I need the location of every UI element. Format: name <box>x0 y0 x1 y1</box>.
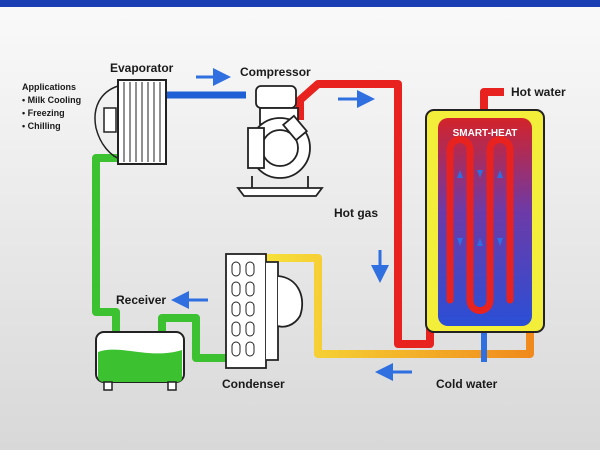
hot-water-pipe <box>480 88 504 112</box>
application-item: • Freezing <box>22 108 65 118</box>
evaporator-unit <box>94 79 167 165</box>
tank-brand-label: SMART-HEAT <box>453 128 518 139</box>
receiver-tank <box>95 331 185 391</box>
applications-list: Applications • Milk Cooling • Freezing •… <box>22 82 81 131</box>
condenser-label: Condenser <box>222 377 285 391</box>
flow-arrows <box>171 68 412 381</box>
hot-gas-label: Hot gas <box>334 206 378 220</box>
receiver-label: Receiver <box>116 293 166 307</box>
condenser-unit <box>225 253 304 369</box>
condensate-pipe <box>262 254 534 358</box>
hot-water-label: Hot water <box>511 85 566 99</box>
green-pipe <box>92 154 228 362</box>
hot-gas-pipe <box>296 80 434 348</box>
compressor-unit <box>236 85 324 197</box>
applications-title: Applications <box>22 82 76 92</box>
cold-water-label: Cold water <box>436 377 498 391</box>
smart-heat-tank <box>425 109 545 333</box>
top-bar <box>0 0 600 7</box>
compressor-label: Compressor <box>240 65 311 79</box>
application-item: • Chilling <box>22 121 61 131</box>
evaporator-label: Evaporator <box>110 61 174 75</box>
application-item: • Milk Cooling <box>22 95 81 105</box>
